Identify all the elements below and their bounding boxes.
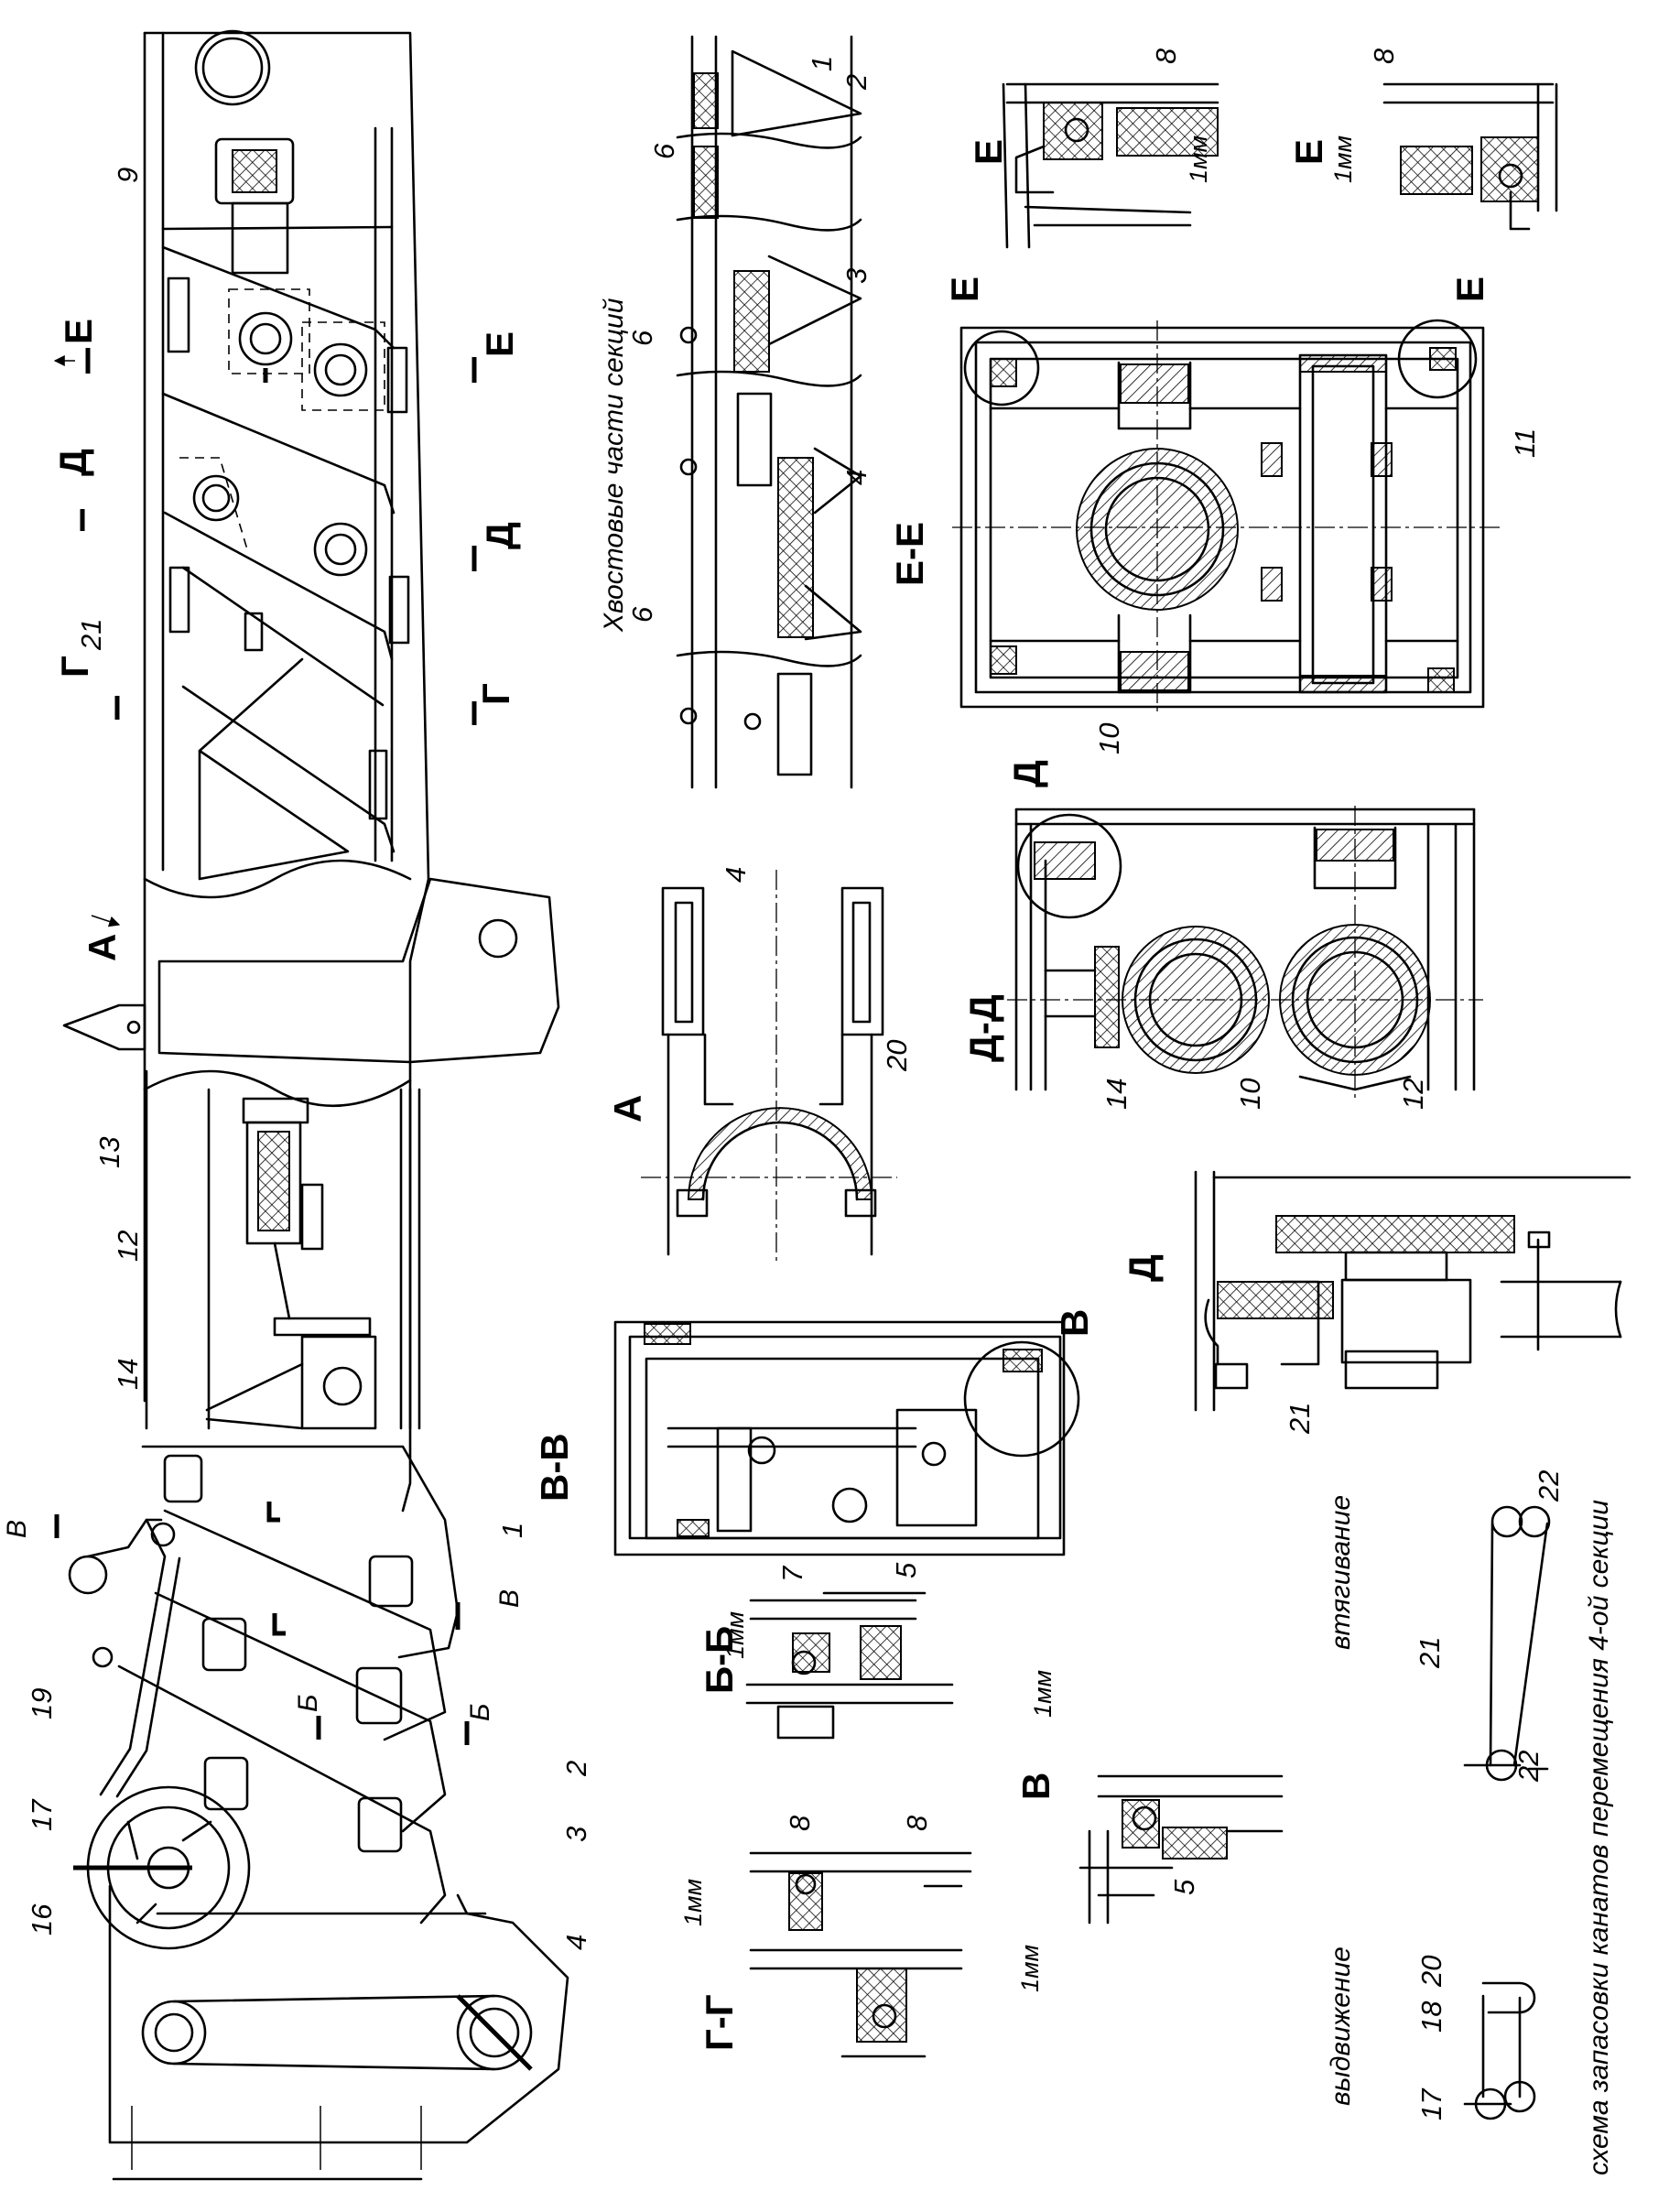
detail-v1 xyxy=(1078,1774,1284,1925)
title-v1: В xyxy=(1014,1773,1057,1800)
pos-20-label: 21 xyxy=(75,619,107,651)
pos-4-view-label: 4 xyxy=(720,867,752,883)
pos-10b-label: 10 xyxy=(1234,1079,1266,1110)
detail-e2 xyxy=(1382,82,1558,231)
pos-1b-label: 1 xyxy=(496,1523,528,1538)
title-e2: Е xyxy=(1287,139,1330,165)
title-e-e: Е-Е xyxy=(888,522,931,586)
cut-g-left: Г xyxy=(53,656,96,678)
cut-v-right: В xyxy=(494,1589,525,1608)
cut-e-right: Е xyxy=(478,331,521,357)
pos-5b-label: 5 xyxy=(1168,1879,1200,1895)
cut-g-right: Г xyxy=(474,683,517,705)
marker-e2: Е xyxy=(1448,276,1491,302)
pos-16b-label: 17 xyxy=(1415,2087,1447,2120)
pos-19b-label: 20 xyxy=(1415,1956,1447,1988)
notes: Хвостовые части секций втягивание выдвиж… xyxy=(599,136,1614,2175)
pos-17b-label: 18 xyxy=(1415,2001,1447,2033)
pos-7-label: 7 xyxy=(776,1565,808,1582)
gap-b-b: 1мм xyxy=(721,1611,749,1659)
cut-markers xyxy=(53,348,477,1745)
position-labels: 1 2 3 4 6 6 6 4 20 9 21 13 12 14 1 2 3 4… xyxy=(26,48,1565,2120)
rope-scheme xyxy=(1463,1505,1551,2120)
gap-e1: 1мм xyxy=(1185,136,1212,183)
view-a xyxy=(641,870,897,1263)
title-b-b: Б-Б xyxy=(698,1626,741,1694)
cut-v-left: В xyxy=(2,1520,32,1538)
pos-6c-label: 6 xyxy=(626,606,658,623)
marker-d1: Д xyxy=(1005,760,1048,787)
pos-2-label: 2 xyxy=(840,74,873,91)
pos-4-label: 4 xyxy=(840,470,873,485)
pos-8b-label: 8 xyxy=(1368,48,1400,64)
pos-4b-label: 4 xyxy=(560,1935,592,1950)
gap-e2: 1мм xyxy=(1329,136,1357,183)
cut-d-left: Д xyxy=(51,449,94,476)
gap-g-g-a: 1мм xyxy=(679,1879,707,1926)
pos-11-label: 11 xyxy=(1509,428,1541,458)
extend-note: выдвижение xyxy=(1326,1946,1356,2106)
cut-b-right: Б xyxy=(465,1703,495,1721)
detail-e1 xyxy=(1002,82,1219,249)
pos-3-label: 3 xyxy=(840,268,873,284)
title-d-d: Д-Д xyxy=(961,994,1004,1062)
pos-2b-label: 2 xyxy=(560,1761,592,1777)
pos-12-label: 12 xyxy=(112,1231,144,1262)
section-v-v xyxy=(613,1320,1080,1556)
pos-14-label: 14 xyxy=(112,1359,144,1390)
cut-letters: Е Е Д Д Г Г В В Б Б xyxy=(2,319,525,1721)
pos-21b-label: 22 xyxy=(1533,1470,1565,1502)
pos-3b-label: 3 xyxy=(560,1827,592,1842)
gap-v1: 1мм xyxy=(1029,1670,1057,1718)
pos-16-label: 16 xyxy=(26,1903,58,1936)
retract-note: втягивание xyxy=(1326,1495,1356,1650)
title-g-g: Г-Г xyxy=(698,1994,741,2051)
detail-d1 xyxy=(1194,1170,1631,1412)
tail-parts-view xyxy=(676,35,862,789)
pos-17-label: 17 xyxy=(26,1798,58,1831)
tail-parts-note: Хвостовые части секций xyxy=(599,298,629,633)
pos-21-label: 21 xyxy=(1284,1403,1316,1435)
pos-14b-label: 14 xyxy=(1100,1079,1133,1110)
pos-13-label: 13 xyxy=(93,1137,125,1168)
section-d-d xyxy=(1007,806,1483,1099)
pos-20b-label: 21 xyxy=(1414,1637,1446,1669)
section-titles: Е-Е Д-Д В-В Б-Б Г-Г А А Д В Е Е Е Е Д В xyxy=(81,139,1491,2051)
rope-scheme-note: схема запасовки канатов перемещения 4-ой… xyxy=(1584,1500,1614,2175)
pos-6b-label: 6 xyxy=(626,330,658,346)
section-b-b xyxy=(745,1591,954,1740)
boom-side-view xyxy=(62,29,569,2181)
marker-e1: Е xyxy=(943,276,986,302)
section-g-g xyxy=(749,1851,972,2058)
title-v-v: В-В xyxy=(533,1433,576,1502)
pos-5-label: 5 xyxy=(890,1562,922,1578)
cut-e-left: Е xyxy=(57,319,100,344)
pos-8a-label: 8 xyxy=(1150,48,1182,64)
cut-d-right: Д xyxy=(478,522,521,549)
section-e-e xyxy=(952,319,1501,714)
pos-19-label: 20 xyxy=(881,1040,913,1072)
gap-g-g-b: 1мм xyxy=(1016,1945,1044,1992)
title-a-arrow: А xyxy=(81,934,124,961)
pos-18-label: 19 xyxy=(26,1688,58,1719)
title-a: А xyxy=(606,1095,649,1122)
pos-9-label: 9 xyxy=(112,168,144,183)
pos-1-label: 1 xyxy=(806,56,838,71)
title-e1: Е xyxy=(967,139,1010,165)
pos-12b-label: 12 xyxy=(1397,1079,1429,1110)
marker-v1: В xyxy=(1053,1309,1096,1337)
cut-b-left: Б xyxy=(293,1694,323,1712)
pos-8c-label: 8 xyxy=(784,1815,816,1831)
pos-8d-label: 8 xyxy=(901,1815,933,1831)
pos-6a-label: 6 xyxy=(648,143,680,159)
pos-10-label: 10 xyxy=(1093,723,1125,754)
pos-22-label: 22 xyxy=(1512,1751,1545,1783)
title-d1: Д xyxy=(1121,1254,1164,1282)
